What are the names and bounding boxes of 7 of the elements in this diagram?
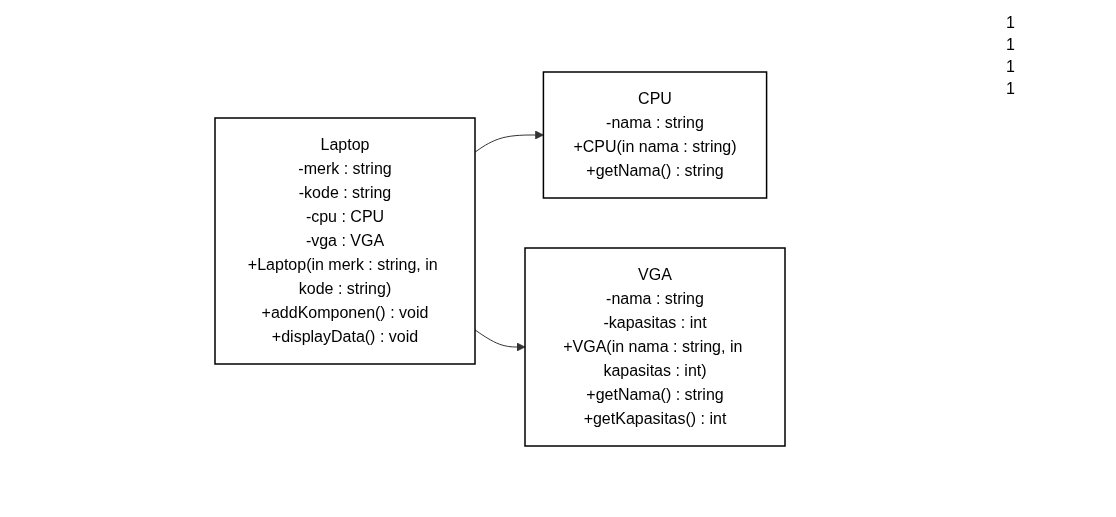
multiplicity-label: 1 <box>1006 58 1016 76</box>
multiplicity-label: 1 <box>1006 80 1016 98</box>
node-box: Laptop -merk : string -kode : string -cpu : CPU -vga : VGA +Laptop(in merk : string, in kode : string) +addKomponen() : void +displayData() : void <box>214 116 476 365</box>
node-box: VGA -nama : string -kapasitas : int +VGA(in nama : string, in kapasitas : int) +getNama() : string +getKapasitas() : int <box>524 246 786 447</box>
multiplicity-label: 1 <box>1006 36 1016 54</box>
multiplicity-label: 1 <box>1006 14 1016 32</box>
node-box: CPU -nama : string +CPU(in nama : string) +getNama() : string <box>542 70 768 199</box>
